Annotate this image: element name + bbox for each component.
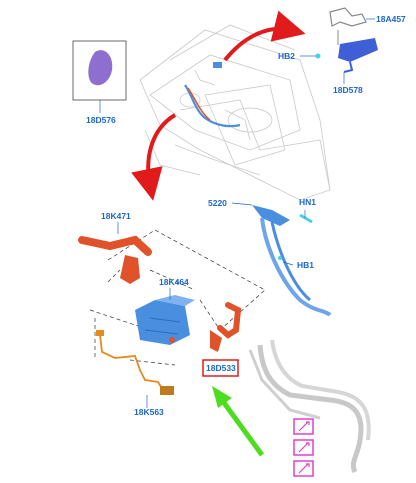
coolant-hose-18K471 (78, 235, 152, 284)
label-18D578: 18D578 (333, 85, 363, 95)
red-curved-arrow-top (223, 10, 306, 62)
red-curved-arrow-down (131, 113, 177, 201)
coolant-hose-18D533 (210, 302, 242, 352)
magenta-hose-clamp-icon (293, 460, 314, 477)
heater-unit-18K464 (135, 295, 195, 345)
callout-box-18D533 (202, 359, 239, 377)
magenta-hose-clamp-icon (293, 439, 314, 456)
pipe-assembly-5220 (252, 205, 332, 317)
grey-tube-assembly (248, 339, 371, 474)
label-18K471: 18K471 (101, 211, 131, 221)
label-HB2: HB2 (278, 51, 295, 61)
vehicle-body-outline (139, 24, 331, 201)
label-HN1: HN1 (299, 197, 316, 207)
bracket-assembly (315, 7, 378, 73)
label-18K563: 18K563 (134, 407, 164, 417)
label-18K464: 18K464 (159, 277, 189, 287)
label-18D576: 18D576 (86, 115, 116, 125)
label-5220: 5220 (208, 198, 227, 208)
label-18D533: 18D533 (206, 363, 236, 373)
wiring-harness-18K563 (96, 330, 174, 395)
label-18A457: 18A457 (376, 14, 406, 24)
green-pointer-arrow (212, 386, 265, 457)
purple-component-shape (88, 50, 113, 86)
magenta-hose-clamp-icon (293, 418, 314, 435)
label-HB1: HB1 (297, 260, 314, 270)
